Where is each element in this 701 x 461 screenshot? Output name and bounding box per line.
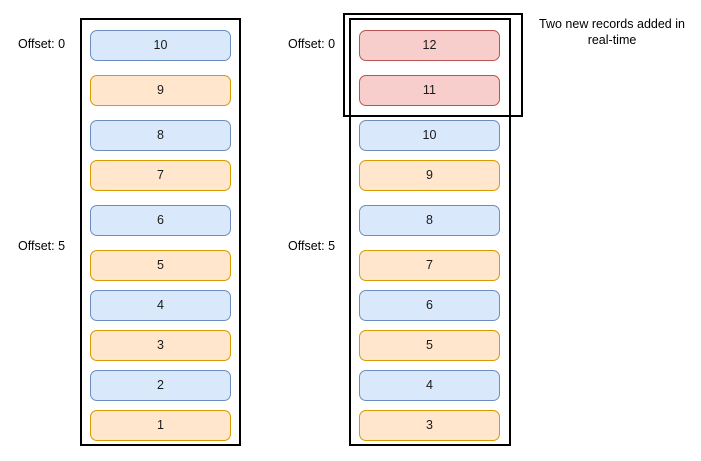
record-card-new[interactable]: 11 xyxy=(359,75,500,106)
offset-label-after-5: Offset: 5 xyxy=(288,239,336,253)
offset-label-before-5: Offset: 5 xyxy=(18,239,66,253)
annotation-new-records: Two new records added in real-time xyxy=(539,17,685,47)
record-card[interactable]: 10 xyxy=(359,120,500,151)
record-card[interactable]: 5 xyxy=(90,250,231,281)
record-card[interactable]: 9 xyxy=(90,75,231,106)
record-card-new[interactable]: 12 xyxy=(359,30,500,61)
record-card[interactable]: 9 xyxy=(359,160,500,191)
record-card[interactable]: 8 xyxy=(359,205,500,236)
offset-label-before-0: Offset: 0 xyxy=(18,37,66,51)
record-card[interactable]: 1 xyxy=(90,410,231,441)
record-card[interactable]: 4 xyxy=(359,370,500,401)
new-records-highlight-box xyxy=(343,13,523,117)
record-card[interactable]: 7 xyxy=(359,250,500,281)
record-card[interactable]: 4 xyxy=(90,290,231,321)
record-card[interactable]: 5 xyxy=(359,330,500,361)
record-card[interactable]: 10 xyxy=(90,30,231,61)
record-card[interactable]: 6 xyxy=(359,290,500,321)
record-card[interactable]: 8 xyxy=(90,120,231,151)
record-card[interactable]: 3 xyxy=(359,410,500,441)
record-card[interactable]: 3 xyxy=(90,330,231,361)
offset-label-after-0: Offset: 0 xyxy=(288,37,336,51)
record-card[interactable]: 2 xyxy=(90,370,231,401)
record-card[interactable]: 7 xyxy=(90,160,231,191)
record-card[interactable]: 6 xyxy=(90,205,231,236)
